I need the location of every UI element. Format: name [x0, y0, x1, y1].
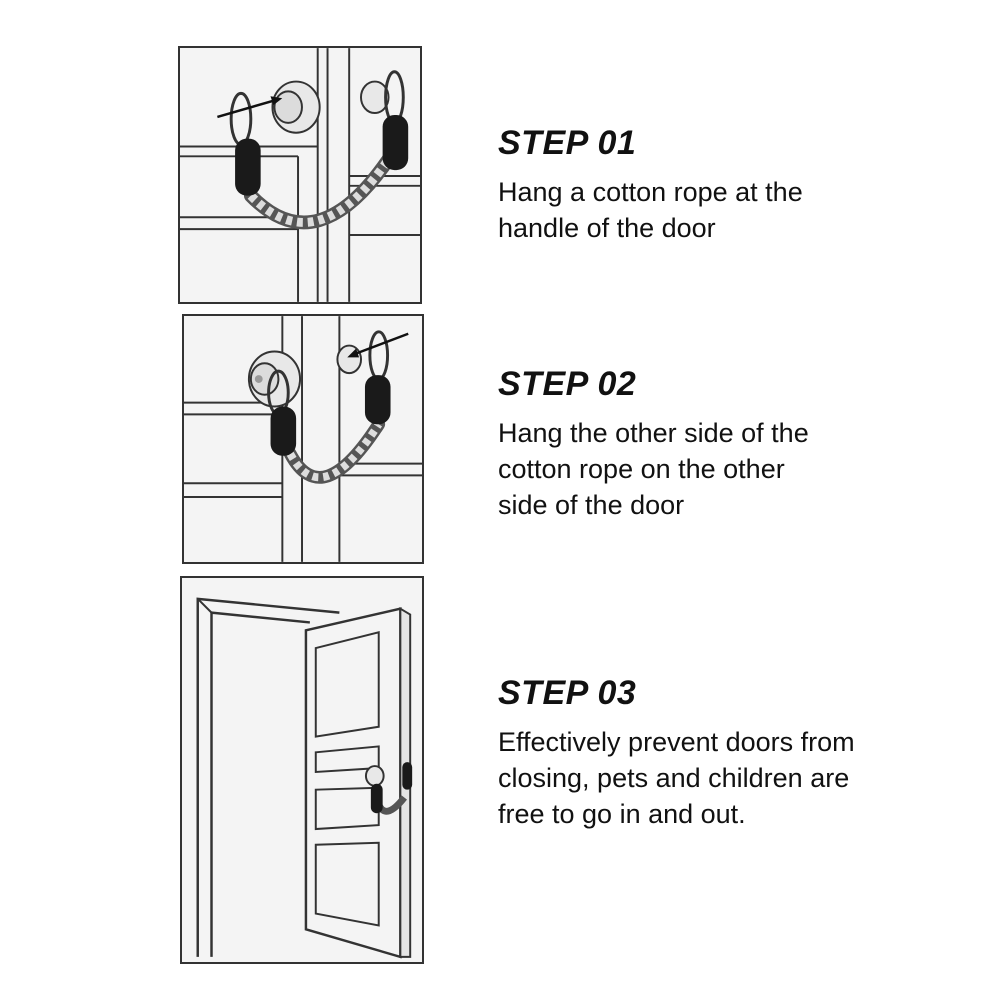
arrow-icon [217, 96, 283, 119]
step-02-description: Hang the other side of the cotton rope o… [498, 415, 809, 523]
step-03-title: STEP 03 [498, 674, 637, 712]
step-01-line-2: handle of the door [498, 213, 716, 243]
door-knob-icon [247, 350, 302, 408]
door-knob-icon [364, 765, 385, 787]
step-01-line-1: Hang a cotton rope at the [498, 177, 803, 207]
step-03-line-3: free to go in and out. [498, 799, 746, 829]
step-02-line-2: cotton rope on the other [498, 454, 785, 484]
arrow-icon [347, 332, 409, 358]
step-01-illustration [178, 46, 422, 304]
door-knob-icon [271, 80, 321, 134]
step-01-title: STEP 01 [498, 124, 637, 162]
step-02-title: STEP 02 [498, 365, 637, 403]
step-03: STEP 03 Effectively prevent doors from c… [498, 676, 855, 832]
step-02-illustration [182, 314, 424, 564]
rope-illustration [229, 70, 409, 230]
step-03-line-2: closing, pets and children are [498, 763, 850, 793]
step-03-line-1: Effectively prevent doors from [498, 727, 855, 757]
step-02-line-3: side of the door [498, 490, 685, 520]
open-door-illustration [182, 579, 422, 961]
door-knob-icon [360, 80, 390, 115]
step-01-description: Hang a cotton rope at the handle of the … [498, 174, 803, 246]
step-01-drawing [180, 48, 420, 302]
step-02-drawing [184, 316, 422, 562]
rope-illustration [267, 330, 391, 484]
door-knob-icon [336, 344, 363, 375]
step-02: STEP 02 Hang the other side of the cotto… [498, 367, 809, 523]
step-02-line-1: Hang the other side of the [498, 418, 809, 448]
step-03-description: Effectively prevent doors from closing, … [498, 724, 855, 832]
rope-illustration [370, 762, 413, 815]
step-01: STEP 01 Hang a cotton rope at the handle… [498, 126, 803, 246]
step-03-illustration [180, 576, 424, 964]
